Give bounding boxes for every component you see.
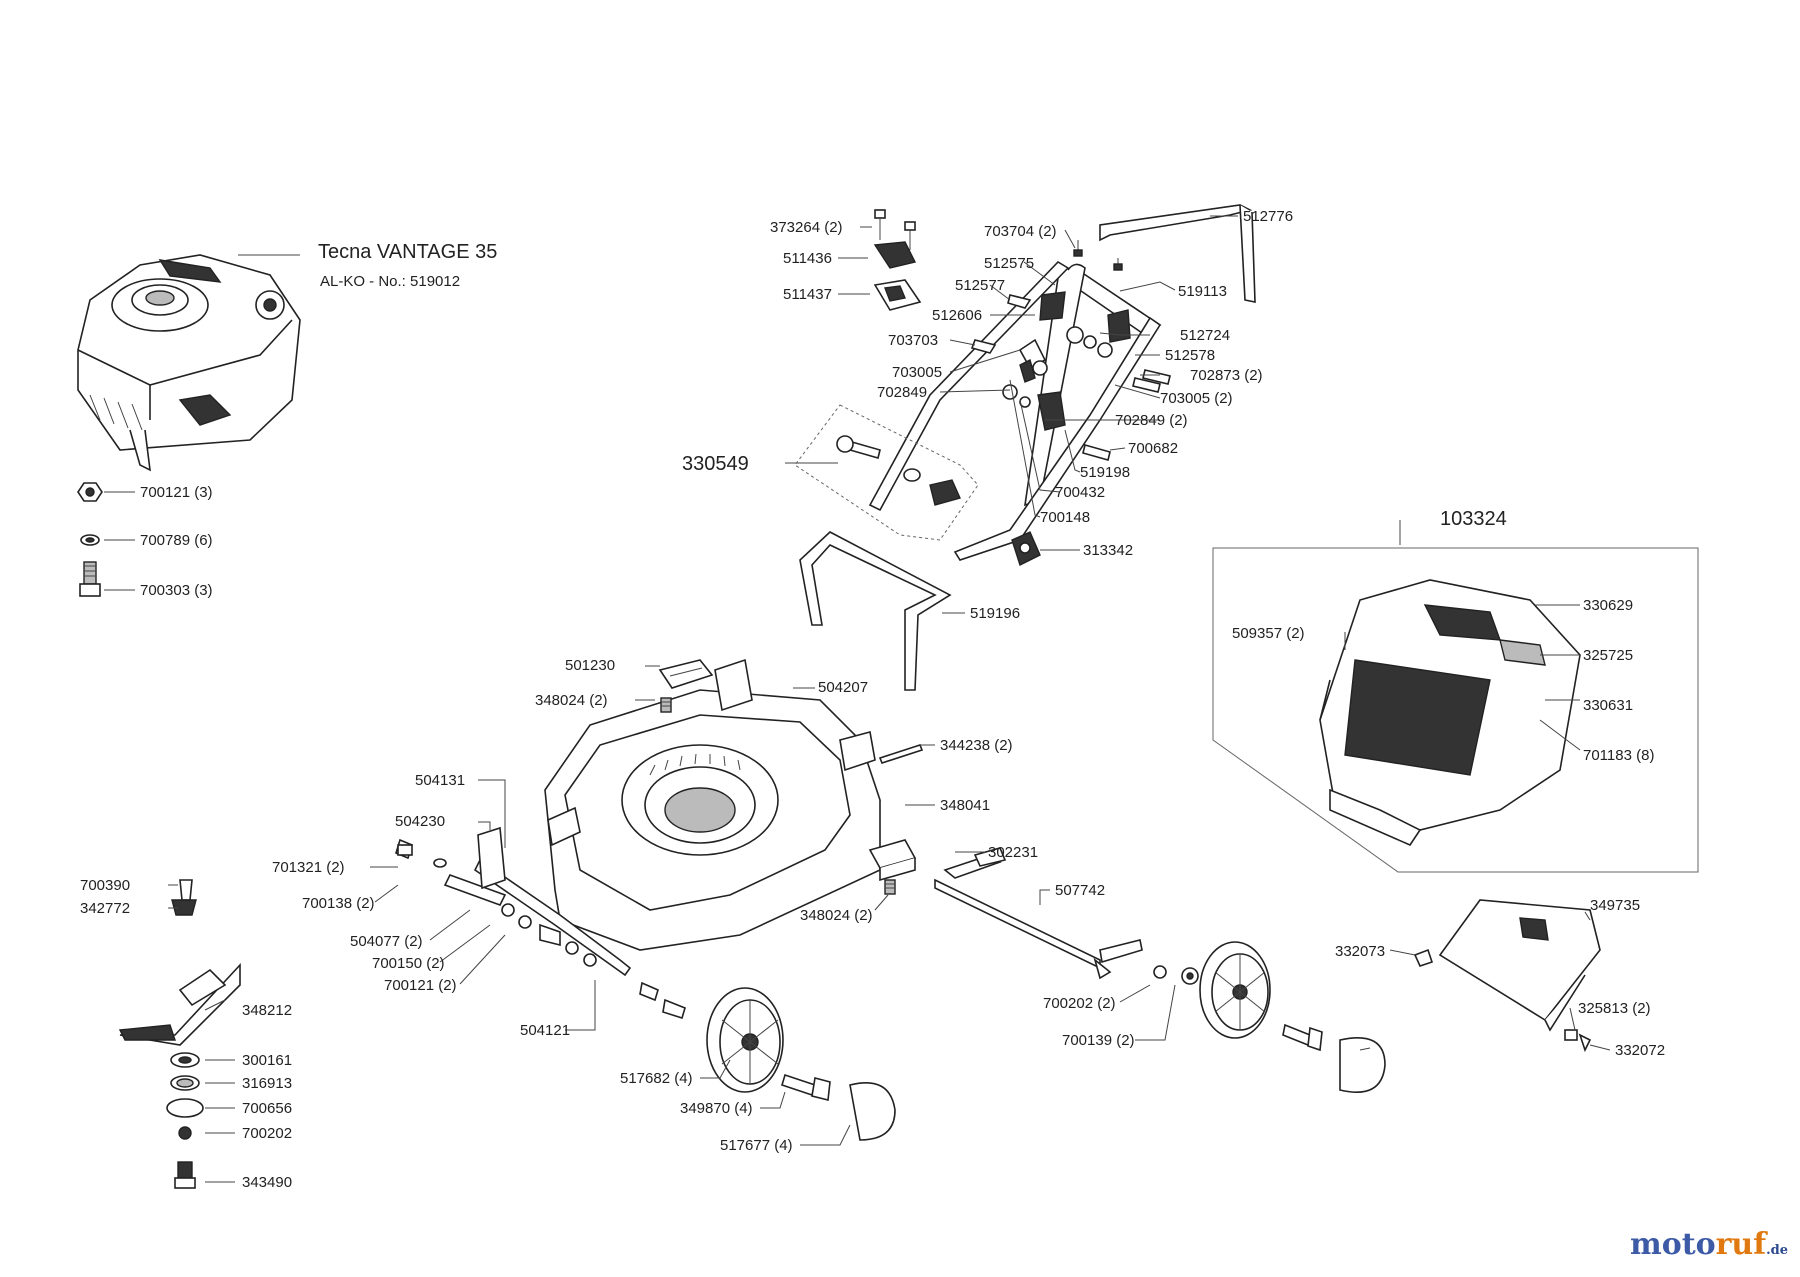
label-517682: 517682 (4): [620, 1070, 693, 1087]
label-512578: 512578: [1165, 347, 1215, 364]
label-501230: 501230: [565, 657, 615, 674]
label-512606: 512606: [932, 307, 982, 324]
label-519196: 519196: [970, 605, 1020, 622]
engine-fasteners: [77, 482, 103, 597]
label-700390: 700390: [80, 877, 130, 894]
engine-drawing: [77, 254, 301, 472]
label-700682: 700682: [1128, 440, 1178, 457]
engine-partno: AL-KO - No.: 519012: [320, 273, 460, 290]
label-507742: 507742: [1055, 882, 1105, 899]
label-504121: 504121: [520, 1022, 570, 1039]
label-325725: 325725: [1583, 647, 1633, 664]
label-332072: 332072: [1615, 1042, 1665, 1059]
label-700139: 700139 (2): [1062, 1032, 1135, 1049]
label-504207: 504207: [818, 679, 868, 696]
front-wheel: [706, 987, 896, 1141]
label-700656: 700656: [242, 1100, 292, 1117]
label-519198: 519198: [1080, 464, 1130, 481]
cable-kit-group: [794, 404, 979, 541]
label-700121-3: 700121 (3): [140, 484, 213, 501]
label-302231: 302231: [988, 844, 1038, 861]
label-512577: 512577: [955, 277, 1005, 294]
label-330629: 330629: [1583, 597, 1633, 614]
label-511437: 511437: [783, 286, 832, 303]
label-511436: 511436: [783, 250, 832, 267]
label-504131: 504131: [415, 772, 465, 789]
label-700202-2: 700202 (2): [1043, 995, 1116, 1012]
label-700148: 700148: [1040, 509, 1090, 526]
discharge-flap: [1413, 899, 1601, 1053]
lower-handle: [799, 531, 952, 691]
label-512575: 512575: [984, 255, 1034, 272]
label-702873: 702873 (2): [1190, 367, 1263, 384]
engine-model: Tecna VANTAGE 35: [318, 241, 497, 263]
label-348024b: 348024 (2): [800, 907, 873, 924]
label-703005-2: 703005 (2): [1160, 390, 1233, 407]
label-330549: 330549: [682, 453, 749, 475]
label-349870: 349870 (4): [680, 1100, 753, 1117]
label-332073: 332073: [1335, 943, 1385, 960]
leader-lines: [168, 215, 1611, 1183]
label-300161: 300161: [242, 1052, 292, 1069]
label-702849: 702849: [877, 384, 927, 401]
label-316913: 316913: [242, 1075, 292, 1092]
label-703704: 703704 (2): [984, 223, 1057, 240]
label-703703: 703703: [888, 332, 938, 349]
label-700303: 700303 (3): [140, 582, 213, 599]
label-504077: 504077 (2): [350, 933, 423, 950]
label-348024a: 348024 (2): [535, 692, 608, 709]
label-342772: 342772: [80, 900, 130, 917]
watermark-part2: ruf: [1715, 1227, 1767, 1262]
label-344238: 344238 (2): [940, 737, 1013, 754]
label-343490: 343490: [242, 1174, 292, 1191]
blade-set: [118, 879, 241, 1189]
label-512776: 512776: [1243, 208, 1293, 225]
label-700138: 700138 (2): [302, 895, 375, 912]
label-348212: 348212: [242, 1002, 292, 1019]
label-702849-2: 702849 (2): [1115, 412, 1188, 429]
motoruf-watermark: motoruf.de: [1630, 1227, 1788, 1262]
front-axle: [395, 826, 686, 1020]
label-700150: 700150 (2): [372, 955, 445, 972]
label-509357: 509357 (2): [1232, 625, 1305, 642]
label-348041: 348041: [940, 797, 990, 814]
label-700202: 700202: [242, 1125, 292, 1142]
label-700432: 700432: [1055, 484, 1105, 501]
mower-deck: [544, 658, 924, 951]
part-labels: 373264 (2) 511436 511437 703704 (2) 5127…: [80, 208, 1665, 1191]
grass-catcher: [1212, 547, 1699, 873]
label-325813: 325813 (2): [1578, 1000, 1651, 1017]
rear-wheel: [1199, 941, 1386, 1094]
label-313342: 313342: [1083, 542, 1133, 559]
label-703005: 703005: [892, 364, 942, 381]
label-517677: 517677 (4): [720, 1137, 793, 1154]
label-700121-2: 700121 (2): [384, 977, 457, 994]
label-103324: 103324: [1440, 508, 1507, 530]
label-701183: 701183 (8): [1583, 747, 1654, 764]
label-512724: 512724: [1180, 327, 1230, 344]
watermark-part1: moto: [1629, 1227, 1716, 1262]
label-330631: 330631: [1583, 697, 1633, 714]
label-349735: 349735: [1590, 897, 1640, 914]
label-504230: 504230: [395, 813, 445, 830]
label-519113: 519113: [1178, 283, 1227, 300]
label-701321: 701321 (2): [272, 859, 345, 876]
watermark-tld: .de: [1766, 1243, 1788, 1258]
label-373264: 373264 (2): [770, 219, 843, 236]
label-700789: 700789 (6): [140, 532, 213, 549]
rear-axle: [934, 847, 1199, 985]
